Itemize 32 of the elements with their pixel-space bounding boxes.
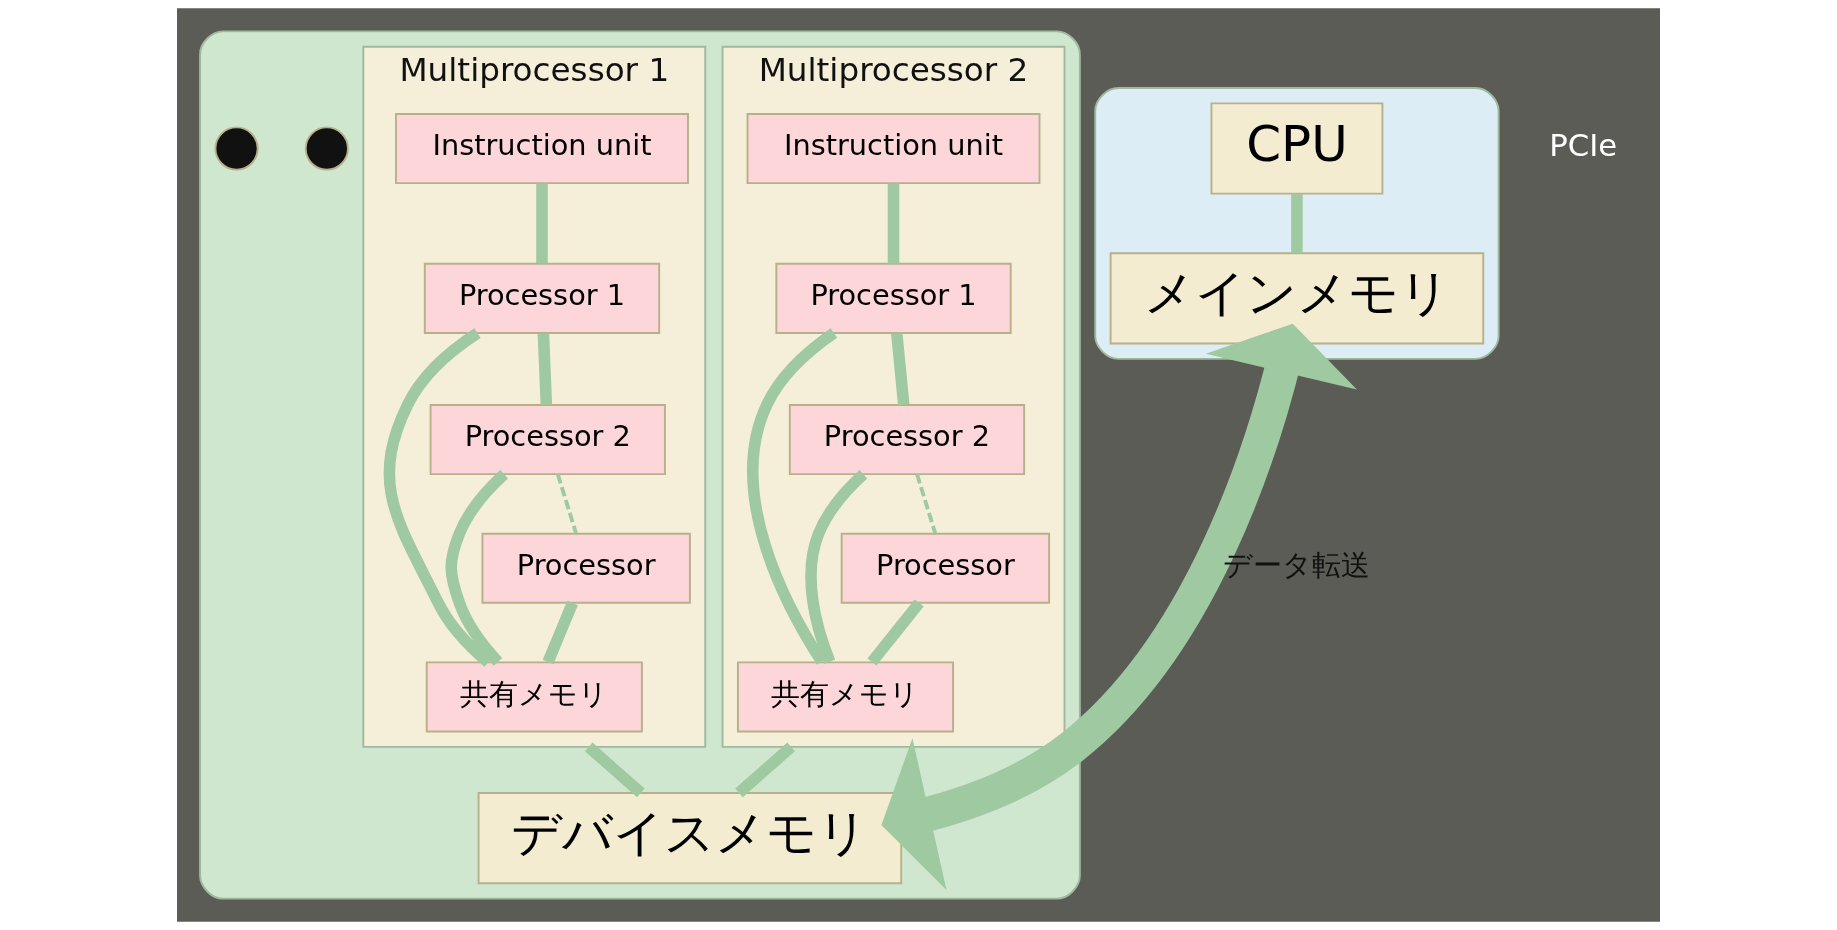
node-box: Instruction unit (746, 113, 1041, 185)
node-box: Processor 1 (423, 262, 661, 334)
connector (1291, 194, 1303, 254)
connector (867, 599, 924, 666)
node-box: Processor 1 (775, 262, 1012, 334)
connector (537, 333, 553, 405)
connector (891, 332, 910, 406)
node-box: デバイスメモリ (477, 792, 903, 885)
node-box: 共有メモリ (736, 661, 955, 733)
connector (556, 473, 578, 534)
connector (747, 328, 838, 665)
node-box: Processor 2 (429, 404, 666, 476)
label: PCIe (1549, 126, 1618, 163)
node-box: Processor 2 (788, 404, 1026, 476)
cluster (1094, 87, 1500, 360)
node-box: メインメモリ (1109, 252, 1485, 345)
connector (445, 470, 509, 666)
connector (915, 473, 938, 534)
connector (805, 470, 868, 664)
node-box: 共有メモリ (425, 661, 643, 733)
node-box: Processor (840, 532, 1051, 604)
node-circle (214, 126, 259, 171)
connector (383, 328, 492, 667)
node-box: CPU (1210, 102, 1384, 195)
node-circle (304, 126, 349, 171)
connector (542, 600, 578, 665)
connector (887, 183, 900, 264)
node-box: Processor (481, 532, 691, 604)
arrow (881, 323, 1357, 890)
cluster (199, 30, 1081, 900)
connector (536, 183, 548, 264)
node-box: Instruction unit (395, 113, 689, 185)
